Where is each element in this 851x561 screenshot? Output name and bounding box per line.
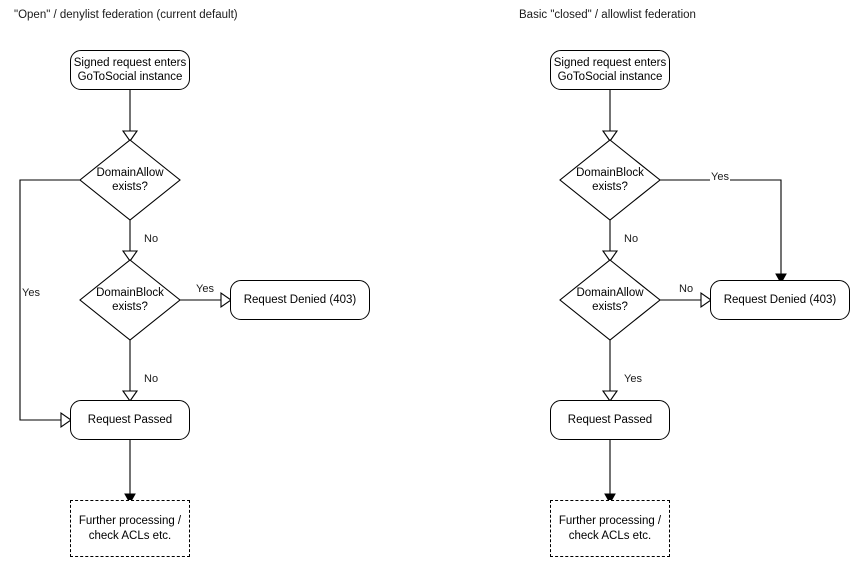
node-left-entry[interactable]: Signed request enters GoToSocial instanc… [70,50,190,90]
edge-label-left-allow-yes: Yes [21,287,41,300]
arrowhead-solid-left-further [124,493,136,505]
edge-label-right-allow-no: No [678,283,695,296]
node-left-decision-domainblock-label: DomainBlock exists? [96,286,164,314]
node-left-request-passed[interactable]: Request Passed [70,400,190,440]
diamond-left-domainblock-shape [79,259,181,341]
node-left-decision-domainblock[interactable]: DomainBlock exists? [80,260,180,340]
node-left-further-processing-label: Further processing / check ACLs etc. [78,515,182,542]
node-left-decision-domainallow-label: DomainAllow exists? [96,166,164,194]
node-left-request-denied[interactable]: Request Denied (403) [230,280,370,320]
edge-label-right-block-no: No [623,233,640,246]
node-right-decision-domainblock-label: DomainBlock exists? [576,166,644,194]
node-left-request-denied-label: Request Denied (403) [243,293,357,306]
arrowhead-open-left-allow-yes [60,411,72,429]
node-right-further-processing[interactable]: Further processing / check ACLs etc. [550,500,670,557]
node-left-request-passed-label: Request Passed [87,413,173,426]
edge-right-block-yes [660,179,782,274]
node-right-decision-domainallow-label: DomainAllow exists? [576,286,644,314]
edge-label-right-block-yes: Yes [710,171,730,184]
arrowhead-open-right-block-no [601,250,619,262]
arrowhead-solid-right-further [604,493,616,505]
diagram-title-closed-allowlist: Basic "closed" / allowlist federation [519,9,696,21]
node-left-entry-label: Signed request enters GoToSocial instanc… [73,56,187,84]
node-left-further-processing[interactable]: Further processing / check ACLs etc. [70,500,190,557]
node-right-decision-domainallow[interactable]: DomainAllow exists? [560,260,660,340]
node-right-entry-label: Signed request enters GoToSocial instanc… [553,56,667,84]
diamond-right-domainblock-shape [559,139,661,221]
diamond-right-domainallow-shape [559,259,661,341]
arrowhead-solid-right-block-yes [775,273,787,285]
diagram-title-open-denylist: "Open" / denylist federation (current de… [14,9,238,21]
arrowhead-open-right-allow-no [700,291,712,309]
arrowhead-open-left-block-no [121,390,139,402]
node-right-entry[interactable]: Signed request enters GoToSocial instanc… [550,50,670,90]
arrowhead-open-right-allow-yes [601,390,619,402]
edge-label-left-block-yes: Yes [195,283,215,296]
node-right-request-denied-label: Request Denied (403) [723,293,837,306]
node-right-request-passed[interactable]: Request Passed [550,400,670,440]
arrowhead-open-left-block-yes [220,291,232,309]
arrowhead-open-right-entry [601,130,619,142]
edge-left-allow-yes [19,179,80,421]
node-left-decision-domainallow[interactable]: DomainAllow exists? [80,140,180,220]
arrowhead-open-left-entry [121,130,139,142]
edge-label-right-allow-yes: Yes [623,373,643,386]
arrowhead-open-left-allow-no [121,250,139,262]
node-right-further-processing-label: Further processing / check ACLs etc. [558,515,662,542]
edge-label-left-allow-no: No [143,233,160,246]
node-right-request-denied[interactable]: Request Denied (403) [710,280,850,320]
diamond-left-domainallow-shape [79,139,181,221]
node-right-decision-domainblock[interactable]: DomainBlock exists? [560,140,660,220]
edge-label-left-block-no: No [143,373,160,386]
node-right-request-passed-label: Request Passed [567,413,653,426]
